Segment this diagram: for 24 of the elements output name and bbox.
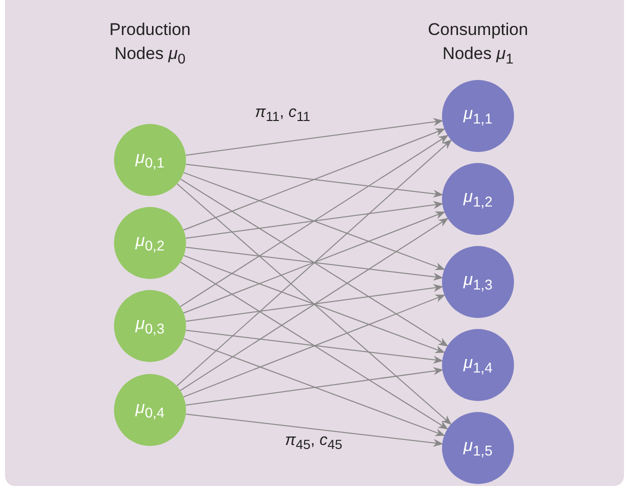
column-heading: Consumption Nodes μ$_{1}$ [426, 19, 530, 70]
arrow [185, 164, 444, 198]
arrow [180, 262, 448, 430]
arrow [185, 201, 444, 239]
arrow [183, 128, 446, 230]
edge-label: π$_{11}$, c$_{11}$ [255, 104, 310, 124]
arrow [183, 338, 446, 436]
edge-label: π$_{45}$, c$_{45}$ [285, 432, 342, 452]
arrow [183, 294, 446, 398]
arrow [176, 139, 452, 386]
arrow [180, 134, 449, 308]
arrow [180, 178, 448, 346]
arrow [185, 246, 444, 281]
arrow [185, 284, 444, 322]
arrow [185, 118, 444, 156]
arrow [185, 330, 444, 364]
column-heading: Production Nodes μ$_{0}$ [108, 19, 192, 70]
arrow [185, 414, 444, 447]
arrow [183, 172, 446, 270]
arrow [180, 218, 449, 392]
arrow [183, 255, 446, 354]
arrow [176, 183, 452, 425]
arrow [183, 212, 446, 314]
arrow [185, 367, 444, 406]
